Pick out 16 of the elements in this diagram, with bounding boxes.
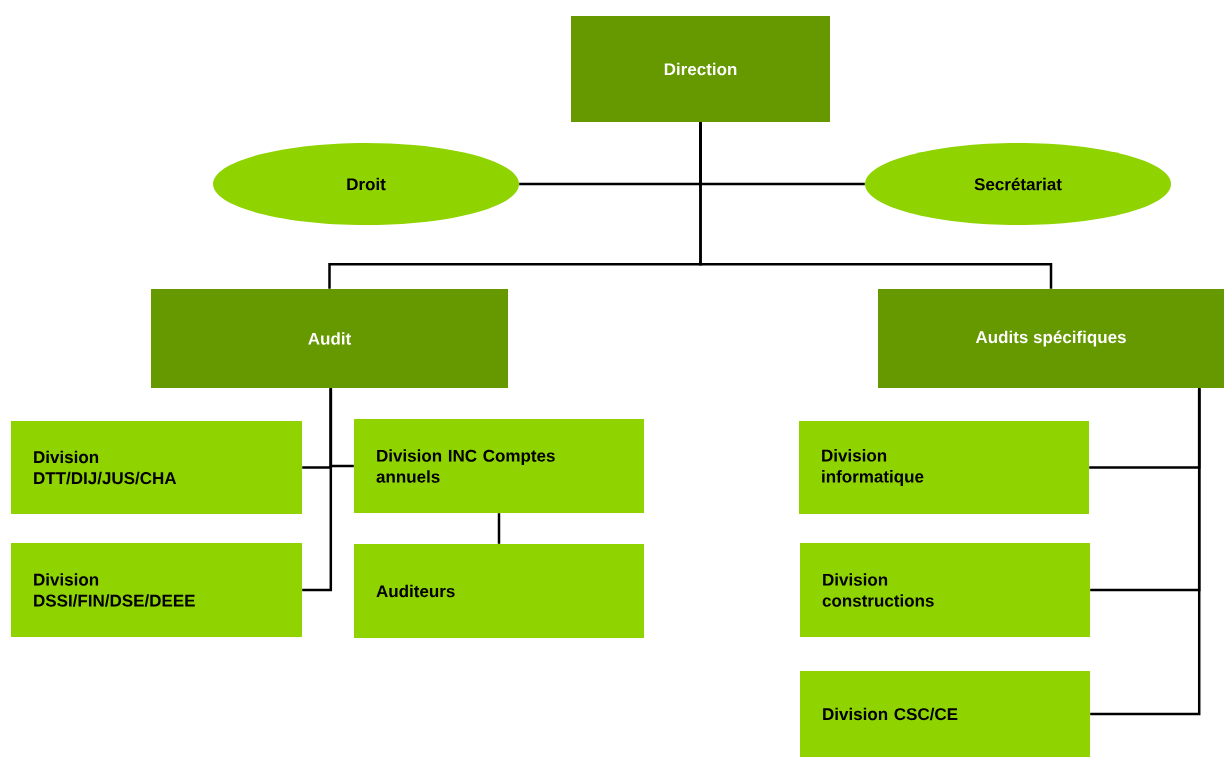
connector-line: [302, 388, 333, 592]
division-box: Division DSSI/FIN/DSE/DEEE: [11, 543, 302, 637]
connector-line: [699, 122, 1053, 289]
department-box: Audits spécifiques: [878, 289, 1224, 388]
division-box: Division informatique: [799, 421, 1089, 514]
oval-box: Droit: [213, 143, 519, 225]
division-box: Auditeurs: [354, 544, 644, 638]
connector-line: [497, 513, 501, 544]
division-box: Division constructions: [800, 543, 1090, 637]
division-box: Division CSC/CE: [800, 671, 1090, 757]
division-box: Division DTT/DIJ/JUS/CHA: [11, 421, 302, 514]
oval-box: Secrétariat: [865, 143, 1171, 225]
connector-line: [1090, 388, 1201, 716]
department-box: Audit: [151, 289, 508, 388]
division-box: Division INC Comptes annuels: [354, 419, 644, 513]
department-box: Direction: [571, 16, 830, 122]
